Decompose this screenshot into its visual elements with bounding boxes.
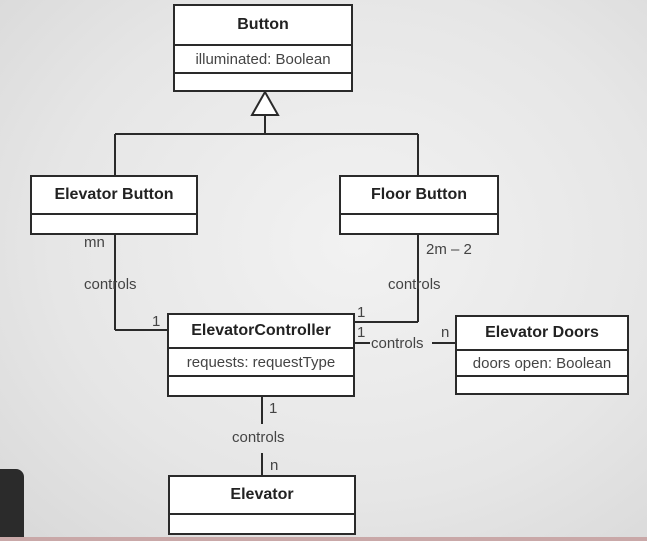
class-attributes-empty bbox=[341, 215, 497, 233]
class-attribute: illuminated: Boolean bbox=[175, 46, 351, 74]
class-attributes-empty bbox=[170, 515, 354, 533]
class-attributes-empty bbox=[32, 215, 196, 233]
multiplicity-label: 2m – 2 bbox=[426, 241, 472, 258]
class-name: ElevatorController bbox=[169, 315, 353, 349]
class-operations bbox=[169, 377, 353, 395]
association-label: controls bbox=[371, 335, 424, 352]
association-label: controls bbox=[84, 276, 137, 293]
class-attribute: doors open: Boolean bbox=[457, 351, 627, 377]
class-elevator-button: Elevator Button bbox=[30, 175, 198, 235]
multiplicity-label: 1 bbox=[269, 400, 278, 417]
class-operations bbox=[175, 74, 351, 90]
class-button: Button illuminated: Boolean bbox=[173, 4, 353, 92]
class-elevator-controller: ElevatorController requests: requestType bbox=[167, 313, 355, 397]
class-attribute: requests: requestType bbox=[169, 349, 353, 377]
association-label: controls bbox=[232, 429, 285, 446]
association-label: controls bbox=[388, 276, 441, 293]
class-name: Button bbox=[175, 6, 351, 46]
generalization-arrowhead bbox=[250, 89, 280, 116]
multiplicity-label: mn bbox=[84, 234, 105, 251]
class-name: Elevator bbox=[170, 477, 354, 515]
multiplicity-label: n bbox=[270, 457, 279, 474]
class-name: Floor Button bbox=[341, 177, 497, 215]
class-floor-button: Floor Button bbox=[339, 175, 499, 235]
class-operations bbox=[457, 377, 627, 393]
multiplicity-label: n bbox=[441, 324, 450, 341]
multiplicity-label: 1 bbox=[357, 304, 366, 321]
class-elevator-doors: Elevator Doors doors open: Boolean bbox=[455, 315, 629, 395]
dark-corner-overlay bbox=[0, 469, 24, 541]
bottom-edge-strip bbox=[0, 537, 647, 541]
multiplicity-label: 1 bbox=[357, 324, 366, 341]
class-name: Elevator Doors bbox=[457, 317, 627, 351]
class-elevator: Elevator bbox=[168, 475, 356, 535]
class-name: Elevator Button bbox=[32, 177, 196, 215]
multiplicity-label: 1 bbox=[152, 313, 161, 330]
